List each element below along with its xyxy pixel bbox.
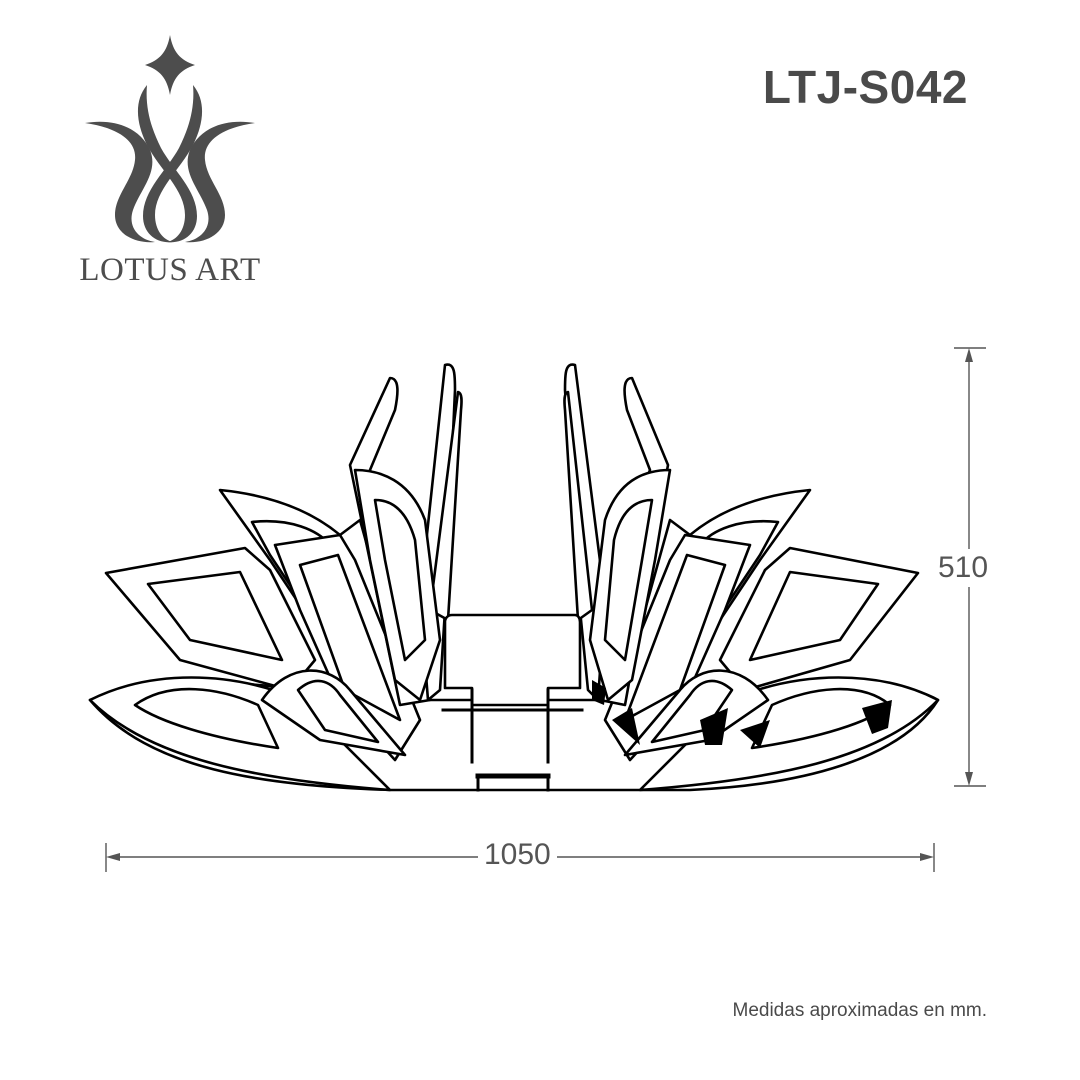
model-code: LTJ-S042 xyxy=(762,61,968,113)
lamp-center-socket xyxy=(443,613,582,707)
measurement-note: Medidas aproximadas en mm. xyxy=(732,1000,988,1021)
brand-logo: LOTUS ART xyxy=(60,30,280,290)
width-label: 1050 xyxy=(478,840,557,870)
lotus-monogram-icon xyxy=(85,35,255,243)
height-label: 510 xyxy=(938,549,989,587)
brand-name: LOTUS ART xyxy=(79,252,261,288)
